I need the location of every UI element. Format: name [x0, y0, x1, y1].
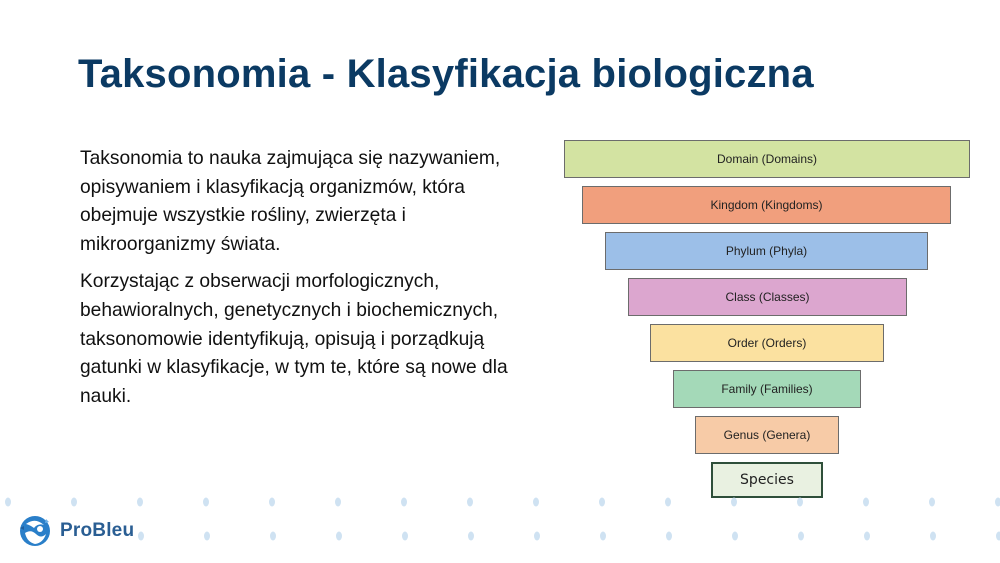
decorative-dot [731, 497, 737, 507]
decorative-dot [534, 531, 540, 541]
probleu-logo: ProBleu [16, 513, 134, 549]
decorative-dot [599, 497, 605, 507]
paragraph-1: Taksonomia to nauka zajmująca się nazywa… [80, 148, 501, 255]
decorative-dot [929, 497, 935, 507]
decorative-dot [600, 531, 606, 541]
level-kingdom: Kingdom (Kingdoms) [582, 186, 951, 224]
decorative-dot [138, 531, 144, 541]
decorative-dot [71, 497, 77, 507]
decorative-dot [467, 497, 473, 507]
decorative-dot [137, 497, 143, 507]
level-family: Family (Families) [673, 370, 861, 408]
level-domain: Domain (Domains) [564, 140, 970, 178]
decorative-dot [269, 497, 275, 507]
decorative-dot [732, 531, 738, 541]
decorative-dot [930, 531, 936, 541]
decorative-dot [335, 497, 341, 507]
decorative-dot [863, 497, 869, 507]
decorative-dot [402, 531, 408, 541]
decorative-dot [270, 531, 276, 541]
decorative-dot [5, 497, 11, 507]
level-species: Species [711, 462, 823, 498]
decorative-dot [995, 497, 1000, 507]
decorative-dot [666, 531, 672, 541]
dot-group [5, 497, 1000, 541]
decorative-dot [665, 497, 671, 507]
decorative-dot [797, 497, 803, 507]
level-class: Class (Classes) [628, 278, 907, 316]
logo-text: ProBleu [60, 520, 135, 541]
decorative-dot [798, 531, 804, 541]
probleu-logo-icon [20, 516, 50, 546]
decorative-dot [533, 497, 539, 507]
decorative-dot [203, 497, 209, 507]
decorative-dot [468, 531, 474, 541]
decorative-dot [336, 531, 342, 541]
decorative-dot [996, 531, 1000, 541]
level-phylum: Phylum (Phyla) [605, 232, 928, 270]
slide-title: Taksonomia - Klasyfikacja biologiczna [78, 52, 814, 96]
decorative-dot [401, 497, 407, 507]
level-genus: Genus (Genera) [695, 416, 839, 454]
decorative-dot [864, 531, 870, 541]
paragraph-2: Korzystając z obserwacji morfologicznych… [80, 271, 508, 407]
decorative-dot [204, 531, 210, 541]
body-text: Taksonomia to nauka zajmująca się nazywa… [80, 145, 520, 420]
level-order: Order (Orders) [650, 324, 884, 362]
decorative-dot-pattern [5, 497, 1000, 541]
